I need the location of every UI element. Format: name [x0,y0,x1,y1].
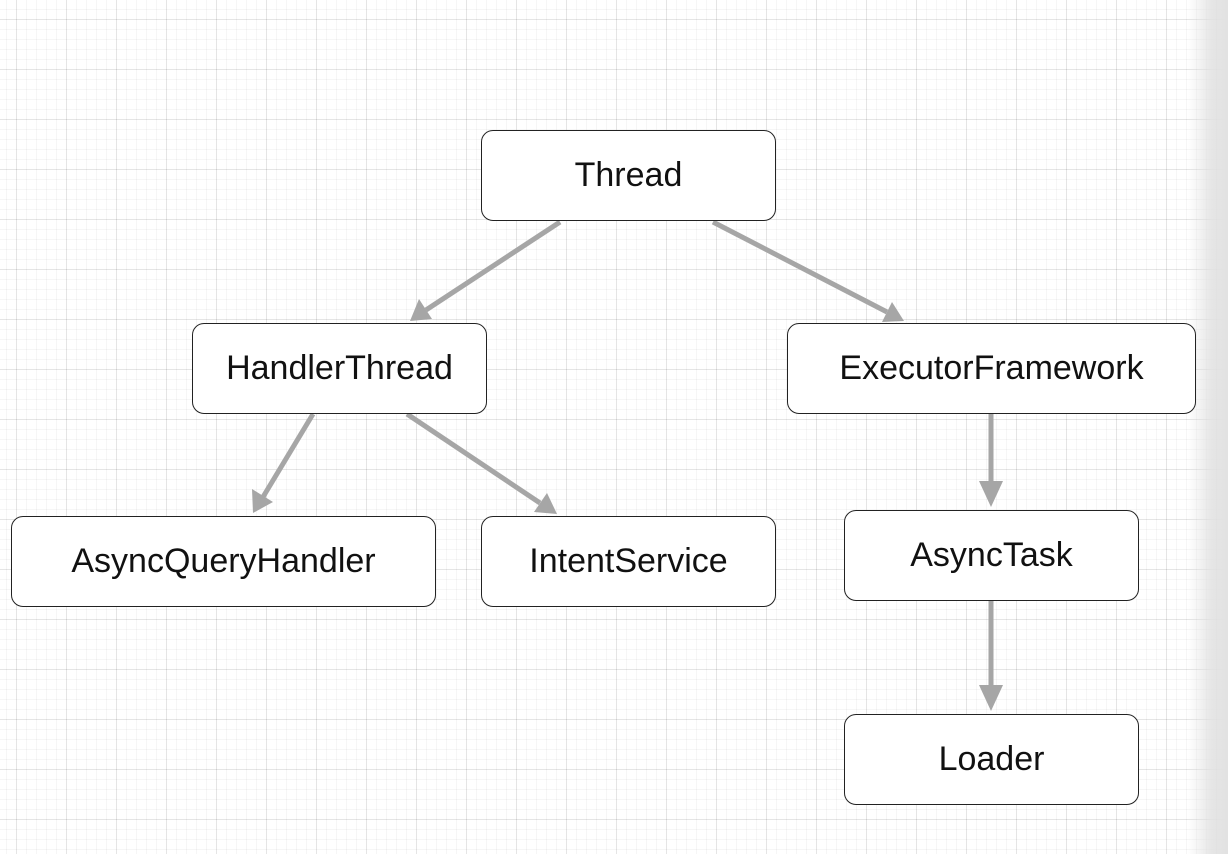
node-async-task-label: AsyncTask [910,536,1073,574]
node-handler-thread-label: HandlerThread [226,349,453,387]
node-loader[interactable]: Loader [844,714,1139,805]
node-thread-label: Thread [574,156,683,194]
node-thread[interactable]: Thread [481,130,776,221]
edge-thread-to-handler-thread [410,219,562,321]
node-handler-thread[interactable]: HandlerThread [192,323,487,414]
node-async-query-handler[interactable]: AsyncQueryHandler [11,516,436,607]
canvas-edge-strip [1188,0,1228,854]
node-intent-service[interactable]: IntentService [481,516,776,607]
node-async-task[interactable]: AsyncTask [844,510,1139,601]
node-intent-service-label: IntentService [529,542,728,580]
node-executor-framework-label: ExecutorFramework [839,349,1144,387]
edge-executor-framework-to-async-task [979,414,1003,507]
node-loader-label: Loader [938,740,1045,778]
edge-thread-to-executor-framework [711,219,904,322]
edge-async-task-to-loader [979,601,1003,711]
node-executor-framework[interactable]: ExecutorFramework [787,323,1196,414]
edge-handler-thread-to-intent-service [405,411,557,514]
node-async-query-handler-label: AsyncQueryHandler [71,542,376,580]
edge-handler-thread-to-async-query-handler [252,412,316,513]
